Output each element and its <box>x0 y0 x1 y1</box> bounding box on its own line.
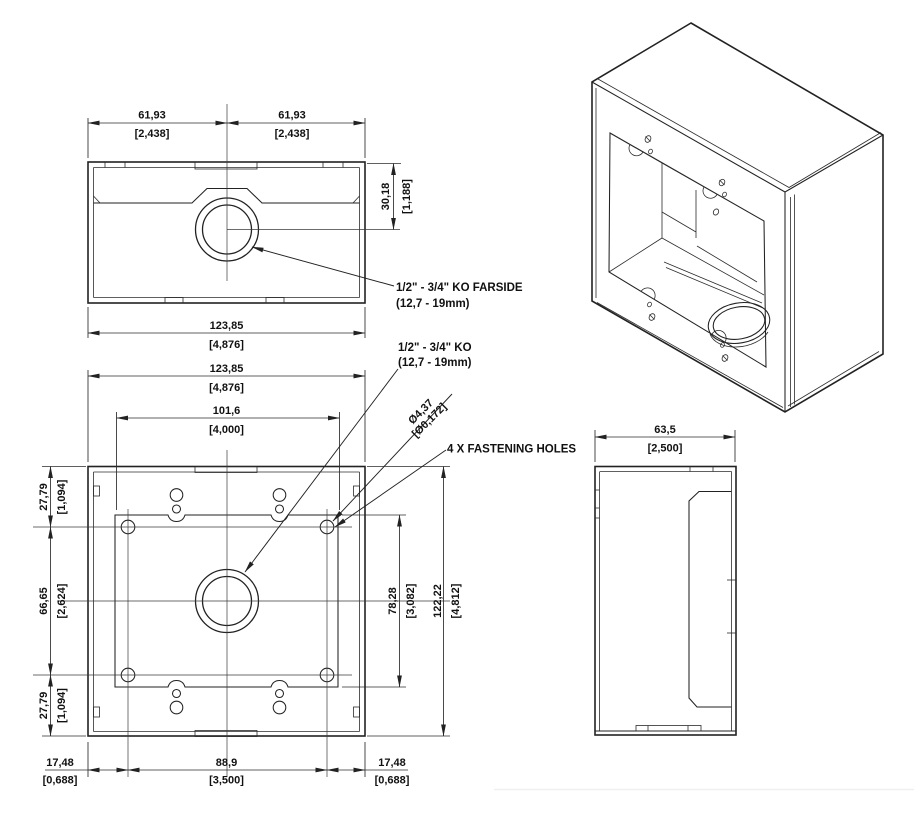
dim-tv-width-in: [4,876] <box>209 339 244 351</box>
dim-fv-top-offset-in: [1,094] <box>56 479 68 514</box>
dim-fv-height-in: [4,812] <box>450 583 462 618</box>
callout-ko-line1: 1/2" - 3/4" KO <box>398 342 472 354</box>
callout-ko-farside-line2: (12,7 - 19mm) <box>396 298 470 310</box>
front-view-dimensions: 123,85 [4,876] 101,6 [4,000] 27,79 [1,09… <box>38 363 462 787</box>
dim-sv-depth-mm: 63,5 <box>654 424 675 436</box>
dim-fv-width-mm: 123,85 <box>210 363 244 375</box>
top-tab <box>194 161 258 170</box>
dim-tv-half-left-mm: 61,93 <box>138 110 166 122</box>
side-view-dimensions: 63,5 [2,500] <box>594 424 736 462</box>
dim-fv-tab-span-in: [3,082] <box>405 583 417 618</box>
leader-fastening-holes <box>334 449 447 528</box>
mounting-plate <box>114 514 339 688</box>
dim-tv-half-right-in: [2,438] <box>275 128 310 140</box>
dim-fv-hole-span-h-in: [3,500] <box>209 775 244 787</box>
dim-fv-right-margin-in: [0,688] <box>375 775 410 787</box>
top-view <box>87 104 400 304</box>
dim-fv-left-margin-mm: 17,48 <box>46 757 74 769</box>
side-view <box>594 465 737 736</box>
screw-hole-pairs <box>169 488 287 715</box>
side-inner-panel <box>688 490 732 708</box>
interior-shading-line <box>696 245 758 283</box>
isometric-view <box>591 22 884 413</box>
dim-tv-ko-depth-mm: 30,18 <box>380 183 392 211</box>
top-view-dimensions: 61,93 [2,438] 61,93 [2,438] 30,18 [1,188… <box>87 110 413 351</box>
iso-screw-holes <box>644 135 729 362</box>
dim-fv-hole-span-h-mm: 88,9 <box>216 757 237 769</box>
dim-fv-top-offset-mm: 27,79 <box>38 483 50 511</box>
dim-tv-ko-depth-in: [1,188] <box>401 179 413 214</box>
callout-ko-farside-line1: 1/2" - 3/4" KO FARSIDE <box>396 282 523 294</box>
leader-ko <box>244 368 399 573</box>
dim-fv-height-mm: 122,22 <box>432 584 444 618</box>
dim-tv-width-mm: 123,85 <box>210 320 244 332</box>
bend-line <box>93 187 360 204</box>
leader-ko-farside <box>251 246 395 287</box>
callout-ko-line2: (12,7 - 19mm) <box>398 357 472 369</box>
dim-fv-bottom-offset-in: [1,094] <box>56 688 68 723</box>
dim-fv-bottom-offset-mm: 27,79 <box>38 692 50 720</box>
dim-fv-left-margin-in: [0,688] <box>43 775 78 787</box>
dim-fv-hole-span-v-mm: 66,65 <box>38 587 50 615</box>
dim-tv-half-left-in: [2,438] <box>135 128 170 140</box>
dim-fv-width-in: [4,876] <box>209 382 244 394</box>
dim-sv-depth-in: [2,500] <box>648 443 683 455</box>
dim-fv-tab-span-mm: 78,28 <box>387 587 399 615</box>
knockout-iso-outer <box>707 302 771 344</box>
dim-fv-plate-width-in: [4,000] <box>209 424 244 436</box>
dim-tv-half-right-mm: 61,93 <box>278 110 306 122</box>
dim-fv-hole-span-v-in: [2,624] <box>56 583 68 618</box>
leader-hole-dia <box>332 393 453 522</box>
dim-fv-right-margin-mm: 17,48 <box>378 757 406 769</box>
knockout-iso-inner <box>712 306 766 340</box>
dim-fv-plate-width-mm: 101,6 <box>213 405 241 417</box>
callout-fastening-holes: 4 X FASTENING HOLES <box>447 444 576 456</box>
callouts: 1/2" - 3/4" KO FARSIDE (12,7 - 19mm) 1/2… <box>244 246 576 573</box>
